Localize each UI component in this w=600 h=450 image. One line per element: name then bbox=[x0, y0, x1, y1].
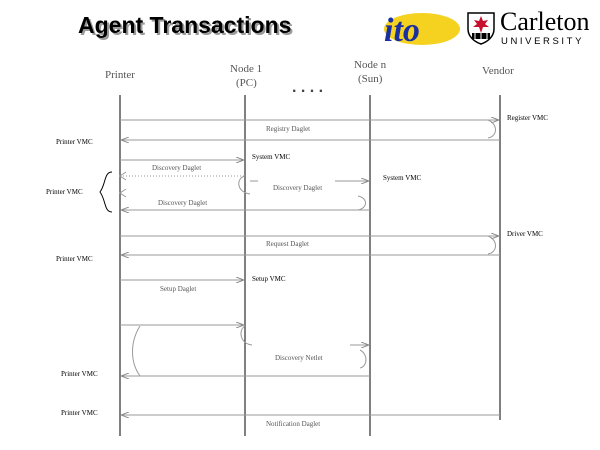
header-noden-line2: (Sun) bbox=[358, 73, 383, 85]
self-loop-netlet bbox=[240, 325, 253, 346]
label-notification-daglet: Notification Daglet bbox=[266, 420, 320, 428]
label-register-vmc: Register VMC bbox=[507, 114, 548, 122]
label-setup-daglet: Setup Daglet bbox=[160, 285, 196, 293]
self-loop-driver bbox=[487, 235, 496, 255]
label-discovery-daglet-3: Discovery Daglet bbox=[158, 199, 207, 207]
label-discovery-daglet-1: Discovery Daglet bbox=[152, 164, 201, 172]
header-node1-line1: Node 1 bbox=[230, 63, 262, 75]
logo-group: ito Carleton UNIVERSITY bbox=[378, 7, 590, 49]
label-setup-vmc: Setup VMC bbox=[252, 275, 286, 283]
label-registry-daglet: Registry Daglet bbox=[266, 125, 310, 133]
label-printer-vmc-2: Printer VMC bbox=[56, 255, 93, 263]
label-printer-vmc-4: Printer VMC bbox=[61, 409, 98, 417]
ito-logo-text: ito bbox=[384, 12, 420, 49]
ito-logo: ito bbox=[384, 12, 460, 49]
university-name: Carleton bbox=[500, 7, 590, 36]
printer-return-tick-1 bbox=[119, 171, 127, 181]
header-ellipsis: . . . . bbox=[292, 79, 323, 96]
self-loop-node1 bbox=[238, 175, 251, 195]
label-printer-vmc-brace: Printer VMC bbox=[46, 188, 83, 196]
netlet-arc bbox=[132, 325, 141, 377]
header-node1-line2: (PC) bbox=[236, 77, 257, 89]
header-noden-line1: Node n bbox=[354, 59, 387, 71]
self-loop-netlet-noden bbox=[359, 349, 367, 369]
label-request-daglet: Request Daglet bbox=[266, 240, 309, 248]
printer-return-tick-2 bbox=[119, 188, 127, 198]
label-discovery-netlet: Discovery Netlet bbox=[275, 354, 323, 362]
label-system-vmc-node1: System VMC bbox=[252, 153, 291, 161]
self-loop-noden bbox=[357, 195, 366, 211]
page-title: Agent Transactions bbox=[78, 12, 292, 38]
university-subtitle: UNIVERSITY bbox=[501, 36, 585, 47]
header-vendor: Vendor bbox=[482, 65, 514, 77]
label-system-vmc-noden: System VMC bbox=[383, 174, 422, 182]
self-loop-register bbox=[487, 119, 496, 139]
label-printer-vmc-3: Printer VMC bbox=[61, 370, 98, 378]
brace bbox=[99, 171, 113, 213]
label-driver-vmc: Driver VMC bbox=[507, 230, 543, 238]
label-discovery-daglet-2: Discovery Daglet bbox=[273, 184, 322, 192]
label-printer-vmc-1: Printer VMC bbox=[56, 138, 93, 146]
header-printer: Printer bbox=[105, 69, 135, 81]
crest-icon bbox=[467, 12, 495, 45]
